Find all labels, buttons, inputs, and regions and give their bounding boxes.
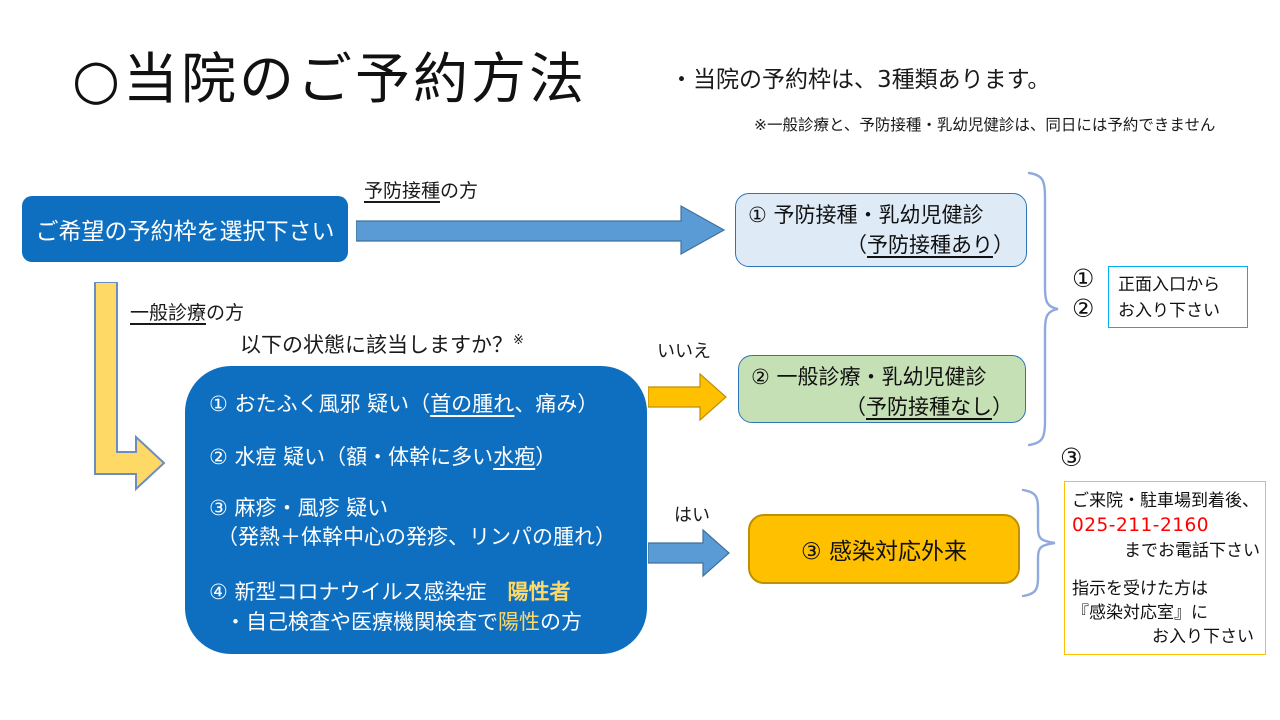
dest1-paren-close: ）	[993, 232, 1014, 257]
dest-general-line1: ② 一般診療・乳幼児健診	[751, 365, 987, 389]
vaccination-path-label: 予防接種の方	[364, 176, 478, 203]
symptom1-pre: ① おたふく風邪 疑い（	[209, 392, 431, 416]
general-path-label: 一般診療の方	[130, 298, 244, 325]
symptom-item-4-line1: ④ 新型コロナウイルス感染症 陽性者	[209, 580, 635, 605]
select-slot-label: ご希望の予約枠を選択下さい	[35, 219, 335, 245]
yes-branch-label: はい	[674, 505, 710, 526]
entrance-line1: 正面入口から	[1118, 275, 1220, 295]
symptom2-underlined: 水疱	[493, 445, 536, 470]
symptom-list-box: ① おたふく風邪 疑い（首の腫れ、痛み） ② 水痘 疑い（額・体幹に多い水疱） …	[185, 366, 647, 654]
phone-line4: 『感染対応室』に	[1072, 602, 1208, 623]
entrance-line2: お入り下さい	[1118, 301, 1220, 322]
phone-spacer	[1072, 564, 1258, 577]
entrance-instruction-box: 正面入口から お入り下さい	[1108, 266, 1248, 328]
brace-phone-icon	[1021, 488, 1056, 598]
symptom4-pre: ④ 新型コロナウイルス感染症	[209, 579, 508, 604]
general-path-label-underlined: 一般診療	[130, 302, 207, 324]
dest2-paren-close: ）	[992, 394, 1013, 419]
dest-vaccination-line1: ① 予防接種・乳幼児健診	[748, 203, 984, 227]
symptom-item-3-line2: （発熱＋体幹中心の発疹、リンパの腫れ）	[217, 524, 616, 549]
vaccination-right-arrow-icon	[356, 204, 726, 256]
dest-infection-label: ③ 感染対応外来	[801, 539, 967, 565]
symptom1-post: 、痛み）	[514, 392, 599, 416]
slot-types-subtitle: ・当院の予約枠は、3種類あります。	[670, 67, 1051, 93]
phone-instruction-box: ご来院・駐車場到着後、 025-211-2160 までお電話下さい 指示を受けた…	[1064, 481, 1266, 655]
vaccination-path-label-rest: の方	[440, 180, 479, 202]
condition-question-mark: ※	[513, 333, 524, 348]
symptom-item-4-line2: ・自己検査や医療機関検査で陽性の方	[209, 610, 635, 635]
phone-line5: お入り下さい	[1152, 626, 1254, 647]
dest-general-box: ② 一般診療・乳幼児健診 （予防接種なし）	[738, 355, 1026, 423]
symptom2-pre: ② 水痘 疑い（額・体幹に多い	[209, 445, 494, 470]
symptom4b-positive-highlight: 陽性	[498, 609, 540, 634]
no-branch-label: いいえ	[657, 341, 711, 362]
yes-branch-arrow-icon	[648, 528, 730, 578]
symptom4b-post: の方	[540, 609, 582, 634]
dest-vaccination-line2: （予防接種あり）	[748, 231, 1014, 261]
select-slot-box: ご希望の予約枠を選択下さい	[22, 196, 348, 262]
dest-general-line2: （予防接種なし）	[751, 393, 1013, 423]
symptom-item-2: ② 水痘 疑い（額・体幹に多い水疱）	[209, 445, 635, 470]
symptom2-post: ）	[535, 445, 557, 470]
same-day-note: ※一般診療と、予防接種・乳幼児健診は、同日には予約できません	[754, 116, 1216, 134]
dest2-underlined: 予防接種なし	[866, 394, 992, 419]
brace-entrance-icon	[1027, 171, 1059, 447]
no-branch-arrow-icon	[648, 372, 727, 422]
phone-line2: までお電話下さい	[1124, 541, 1260, 562]
page-title: ○当院のご予約方法	[72, 47, 587, 111]
phone-line3: 指示を受けた方は	[1072, 578, 1208, 599]
dest1-paren-open: （	[846, 232, 867, 257]
phone-line1: ご来院・駐車場到着後、	[1072, 491, 1259, 511]
phone-number: 025-211-2160	[1072, 515, 1210, 537]
symptom1-underlined: 首の腫れ	[430, 392, 515, 416]
symptom-item-1: ① おたふく風邪 疑い（首の腫れ、痛み）	[209, 392, 635, 417]
entrance-num-2: ②	[1072, 294, 1095, 323]
general-path-label-rest: の方	[206, 302, 245, 324]
entrance-num-1: ①	[1072, 264, 1095, 293]
dest2-paren-open: （	[845, 394, 866, 419]
condition-question: 以下の状態に該当しますか？※	[240, 329, 524, 359]
dest-infection-box: ③ 感染対応外来	[748, 514, 1020, 584]
symptom4-positive-highlight: 陽性者	[507, 579, 571, 604]
phone-num-3: ③	[1060, 443, 1083, 472]
symptom-item-3-line1: ③ 麻疹・風疹 疑い	[209, 496, 389, 521]
general-elbow-arrow-icon	[94, 282, 166, 492]
condition-question-text: 以下の状態に該当しますか？	[240, 333, 513, 357]
symptom4b-pre: ・自己検査や医療機関検査で	[225, 609, 498, 634]
vaccination-path-label-underlined: 予防接種	[364, 180, 441, 202]
dest1-underlined: 予防接種あり	[867, 232, 993, 257]
dest-vaccination-box: ① 予防接種・乳幼児健診 （予防接種あり）	[735, 193, 1027, 267]
